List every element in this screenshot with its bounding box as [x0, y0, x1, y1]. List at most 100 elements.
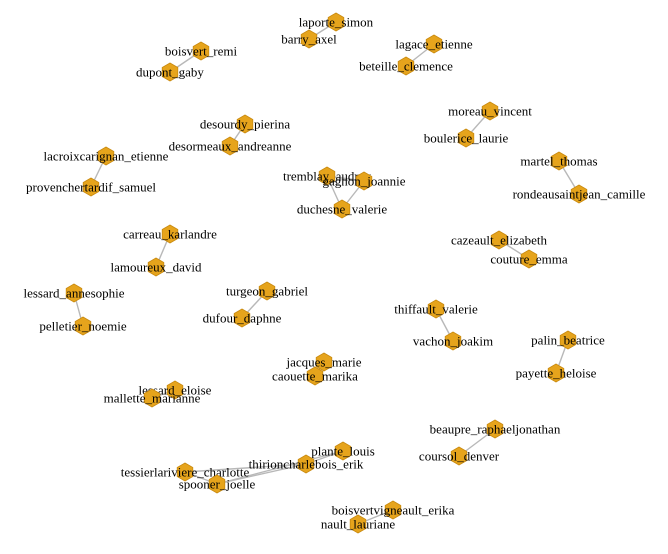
node-label: beteille_clemence — [359, 59, 453, 74]
node-label: carreau_karlandre — [123, 227, 217, 242]
node-thiffault_valerie[interactable]: thiffault_valerie — [394, 299, 478, 319]
node-label: plante_louis — [311, 444, 375, 459]
node-turgeon_gabriel[interactable]: turgeon_gabriel — [226, 281, 308, 301]
node-marker — [327, 12, 345, 32]
node-label: payette_heloise — [516, 366, 597, 381]
node-marker — [444, 331, 462, 351]
node-dufour_daphne[interactable]: dufour_daphne — [203, 308, 282, 328]
node-palin_beatrice[interactable]: palin_beatrice — [531, 330, 605, 350]
node-lacroixcarignan_etienne[interactable]: lacroixcarignan_etienne — [44, 146, 169, 166]
node-label: desourdy_pierina — [200, 117, 290, 132]
node-spooner_joelle[interactable]: spooner_joelle — [179, 474, 256, 494]
node-marker — [258, 281, 276, 301]
node-lagace_etienne[interactable]: lagace_etienne — [395, 34, 473, 54]
node-duchesne_valerie[interactable]: duchesne_valerie — [297, 199, 387, 219]
node-martel_thomas[interactable]: martel_thomas — [520, 151, 598, 171]
node-caouette_marika[interactable]: caouette_marika — [272, 366, 358, 386]
node-marker — [425, 34, 443, 54]
node-label: dupont_gaby — [136, 65, 204, 80]
node-desormeaux_andreanne[interactable]: desormeaux_andreanne — [169, 136, 292, 156]
node-marker — [176, 462, 194, 482]
node-marker — [233, 308, 251, 328]
node-marker — [221, 136, 239, 156]
node-label: turgeon_gabriel — [226, 284, 308, 299]
node-label: gagnon_joannie — [322, 174, 405, 189]
node-label: vachon_joakim — [413, 334, 493, 349]
node-rondeausaintjean_camille[interactable]: rondeausaintjean_camille — [513, 184, 646, 204]
node-marker — [384, 500, 402, 520]
node-lessard_annesophie[interactable]: lessard_annesophie — [23, 283, 125, 303]
node-label: mallette_marianne — [104, 391, 201, 406]
node-label: desormeaux_andreanne — [169, 139, 292, 154]
edge-tessierlariviere_charlotte-thirioncharlebois_erik — [184, 463, 307, 473]
node-label: coursol_denver — [419, 449, 500, 464]
node-mallette_marianne[interactable]: mallette_marianne — [104, 388, 201, 408]
node-marker — [334, 441, 352, 461]
node-label: boulerice_laurie — [424, 131, 509, 146]
node-marker — [82, 177, 100, 197]
node-marker — [315, 352, 333, 372]
node-marker — [161, 224, 179, 244]
node-jacques_marie[interactable]: jacques_marie — [285, 352, 362, 372]
node-marker — [306, 366, 324, 386]
node-marker — [559, 330, 577, 350]
node-boulerice_laurie[interactable]: boulerice_laurie — [424, 128, 509, 148]
node-marker — [355, 171, 373, 191]
node-plante_louis[interactable]: plante_louis — [311, 441, 375, 461]
node-label: thirioncharlebois_erik — [249, 457, 364, 472]
node-beaupre_raphaeljonathan[interactable]: beaupre_raphaeljonathan — [430, 419, 561, 439]
node-marker — [208, 474, 226, 494]
node-laporte_simon[interactable]: laporte_simon — [299, 12, 374, 32]
node-marker — [457, 128, 475, 148]
node-marker — [490, 230, 508, 250]
node-coursol_denver[interactable]: coursol_denver — [419, 446, 500, 466]
node-marker — [147, 257, 165, 277]
node-boisvertvigneault_erika[interactable]: boisvertvigneault_erika — [332, 500, 455, 520]
node-dupont_gaby[interactable]: dupont_gaby — [136, 62, 204, 82]
node-carreau_karlandre[interactable]: carreau_karlandre — [123, 224, 217, 244]
node-label: martel_thomas — [520, 154, 597, 169]
node-cazeault_elizabeth[interactable]: cazeault_elizabeth — [451, 230, 547, 250]
node-label: lacroixcarignan_etienne — [44, 149, 169, 164]
node-label: caouette_marika — [272, 369, 358, 384]
edge-thirioncharlebois_erik-spooner_joelle — [216, 463, 307, 485]
node-marker — [481, 101, 499, 121]
node-thirioncharlebois_erik[interactable]: thirioncharlebois_erik — [249, 454, 364, 474]
node-provenchertardif_samuel[interactable]: provenchertardif_samuel — [26, 177, 156, 197]
node-beteille_clemence[interactable]: beteille_clemence — [359, 56, 453, 76]
node-vachon_joakim[interactable]: vachon_joakim — [413, 331, 493, 351]
node-label: jacques_marie — [285, 355, 361, 370]
node-nault_lauriane[interactable]: nault_lauriane — [321, 514, 396, 534]
node-label: lagace_etienne — [395, 37, 472, 52]
node-barry_axel[interactable]: barry_axel — [281, 29, 337, 49]
node-marker — [297, 454, 315, 474]
node-label: pelletier_noemie — [39, 319, 127, 334]
node-couture_emma[interactable]: couture_emma — [490, 249, 568, 269]
node-label: dufour_daphne — [203, 311, 282, 326]
node-marker — [236, 114, 254, 134]
node-lamoureux_david[interactable]: lamoureux_david — [111, 257, 202, 277]
node-marker — [450, 446, 468, 466]
node-label: thiffault_valerie — [394, 302, 478, 317]
node-moreau_vincent[interactable]: moreau_vincent — [448, 101, 532, 121]
node-payette_heloise[interactable]: payette_heloise — [516, 363, 597, 383]
node-label: moreau_vincent — [448, 104, 532, 119]
node-marker — [74, 316, 92, 336]
node-label: boisvert_remi — [165, 44, 238, 59]
node-marker — [397, 56, 415, 76]
node-marker — [349, 514, 367, 534]
node-pelletier_noemie[interactable]: pelletier_noemie — [39, 316, 127, 336]
node-label: provenchertardif_samuel — [26, 180, 156, 195]
node-desourdy_pierina[interactable]: desourdy_pierina — [200, 114, 290, 134]
edge-plante_louis-spooner_joelle — [216, 450, 344, 485]
node-tremblay_audrey[interactable]: tremblay_audrey — [283, 166, 372, 186]
node-label: cazeault_elizabeth — [451, 233, 547, 248]
node-marker — [166, 380, 184, 400]
node-gagnon_joannie[interactable]: gagnon_joannie — [322, 171, 406, 191]
node-boisvert_remi[interactable]: boisvert_remi — [165, 41, 238, 61]
node-label: rondeausaintjean_camille — [513, 187, 646, 202]
node-marker — [192, 41, 210, 61]
node-marker — [550, 151, 568, 171]
